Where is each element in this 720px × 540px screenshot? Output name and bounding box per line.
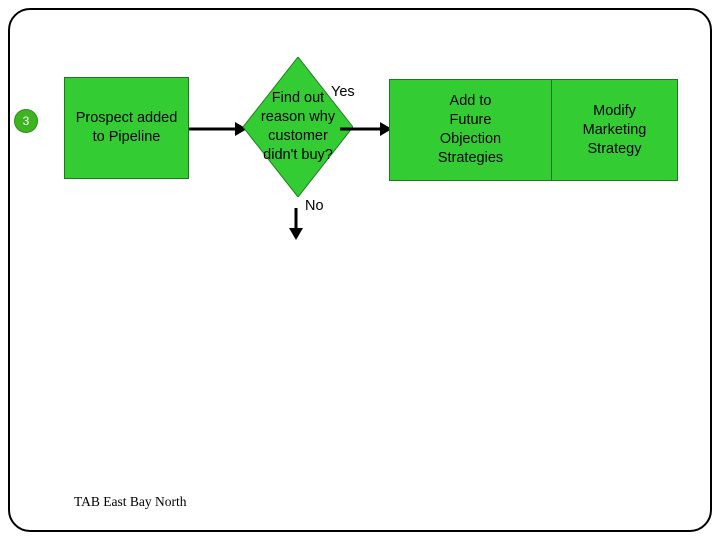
bullet-number-3: 3 xyxy=(14,109,38,133)
arrow-decision-no-down xyxy=(289,208,303,240)
flow-node-find-out-reason[interactable]: Find out reason why customer didn't buy? xyxy=(243,57,353,197)
flow-node-add-to-future-objection-label: Add to Future Objection Strategies xyxy=(437,93,504,166)
edge-label-no: No xyxy=(305,198,324,214)
flow-node-prospect-added[interactable]: Prospect added to Pipeline xyxy=(64,77,189,179)
arrow-decision-yes-to-objection xyxy=(340,122,392,136)
flow-node-add-to-future-objection[interactable]: Add to Future Objection Strategies xyxy=(389,79,552,181)
footer-text: TAB East Bay North xyxy=(74,494,187,509)
arrow-prospect-to-decision xyxy=(189,122,247,136)
edge-label-yes: Yes xyxy=(331,84,355,100)
flow-node-modify-marketing-strategy-label: Modify Marketing Strategy xyxy=(582,102,647,157)
diamond-shape xyxy=(243,57,353,197)
flow-node-prospect-added-label: Prospect added to Pipeline xyxy=(75,110,178,145)
flow-node-modify-marketing-strategy[interactable]: Modify Marketing Strategy xyxy=(551,79,678,181)
